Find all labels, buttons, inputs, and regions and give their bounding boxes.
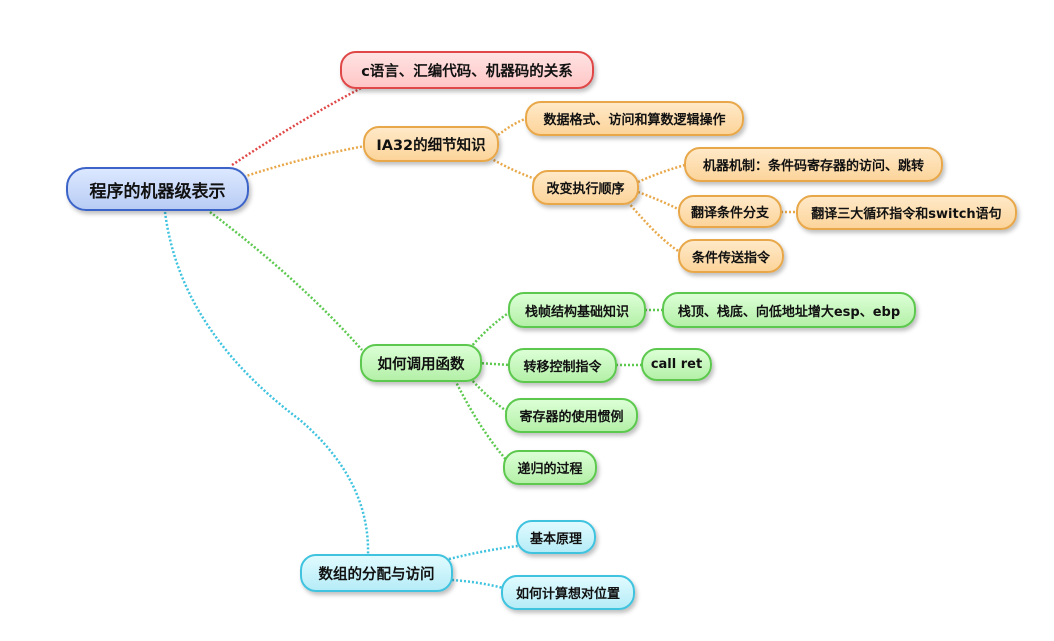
link-func-recursion xyxy=(453,379,509,463)
node-exec-order[interactable]: 改变执行顺序 xyxy=(532,170,639,205)
node-loops[interactable]: 翻译三大循环指令和switch语句 xyxy=(796,195,1017,230)
node-ia32[interactable]: IA32的细节知识 xyxy=(363,126,499,162)
link-root-funccall xyxy=(209,211,363,351)
node-registers[interactable]: 寄存器的使用惯例 xyxy=(505,398,638,433)
link-exec-condmove xyxy=(627,201,681,254)
link-func-registers xyxy=(469,377,509,414)
link-func-transfer xyxy=(477,361,511,367)
node-compute-position[interactable]: 如何计算想对位置 xyxy=(501,575,635,610)
link-ia32-exec xyxy=(489,156,539,182)
node-stack-frame[interactable]: 栈帧结构基础知识 xyxy=(508,292,646,328)
node-cond-move[interactable]: 条件传送指令 xyxy=(678,239,784,273)
node-basic-principle[interactable]: 基本原理 xyxy=(516,520,596,554)
node-transfer-control[interactable]: 转移控制指令 xyxy=(508,348,617,383)
link-array-compute xyxy=(451,578,504,590)
root-node[interactable]: 程序的机器级表示 xyxy=(66,167,249,211)
node-cond-branch[interactable]: 翻译条件分支 xyxy=(678,195,782,228)
node-stack-detail[interactable]: 栈顶、栈底、向低地址增大esp、ebp xyxy=(662,292,916,328)
link-func-stack xyxy=(469,310,511,349)
node-array[interactable]: 数组的分配与访问 xyxy=(300,554,453,592)
node-recursion[interactable]: 递归的过程 xyxy=(503,450,597,485)
link-array-basic xyxy=(444,544,519,562)
node-func-call[interactable]: 如何调用函数 xyxy=(360,344,482,382)
link-root-ia32 xyxy=(239,144,366,180)
node-data-ops[interactable]: 数据格式、访问和算数逻辑操作 xyxy=(525,101,744,136)
link-exec-mechanism xyxy=(637,163,686,184)
node-mechanism[interactable]: 机器机制：条件码寄存器的访问、跳转 xyxy=(684,147,943,182)
node-relation[interactable]: c语言、汇编代码、机器码的关系 xyxy=(340,51,594,89)
link-ia32-dataops xyxy=(497,116,529,136)
node-call-ret[interactable]: call ret xyxy=(641,348,712,381)
link-root-array xyxy=(163,211,370,556)
link-root-relation xyxy=(231,84,366,167)
link-exec-cond xyxy=(637,190,681,212)
